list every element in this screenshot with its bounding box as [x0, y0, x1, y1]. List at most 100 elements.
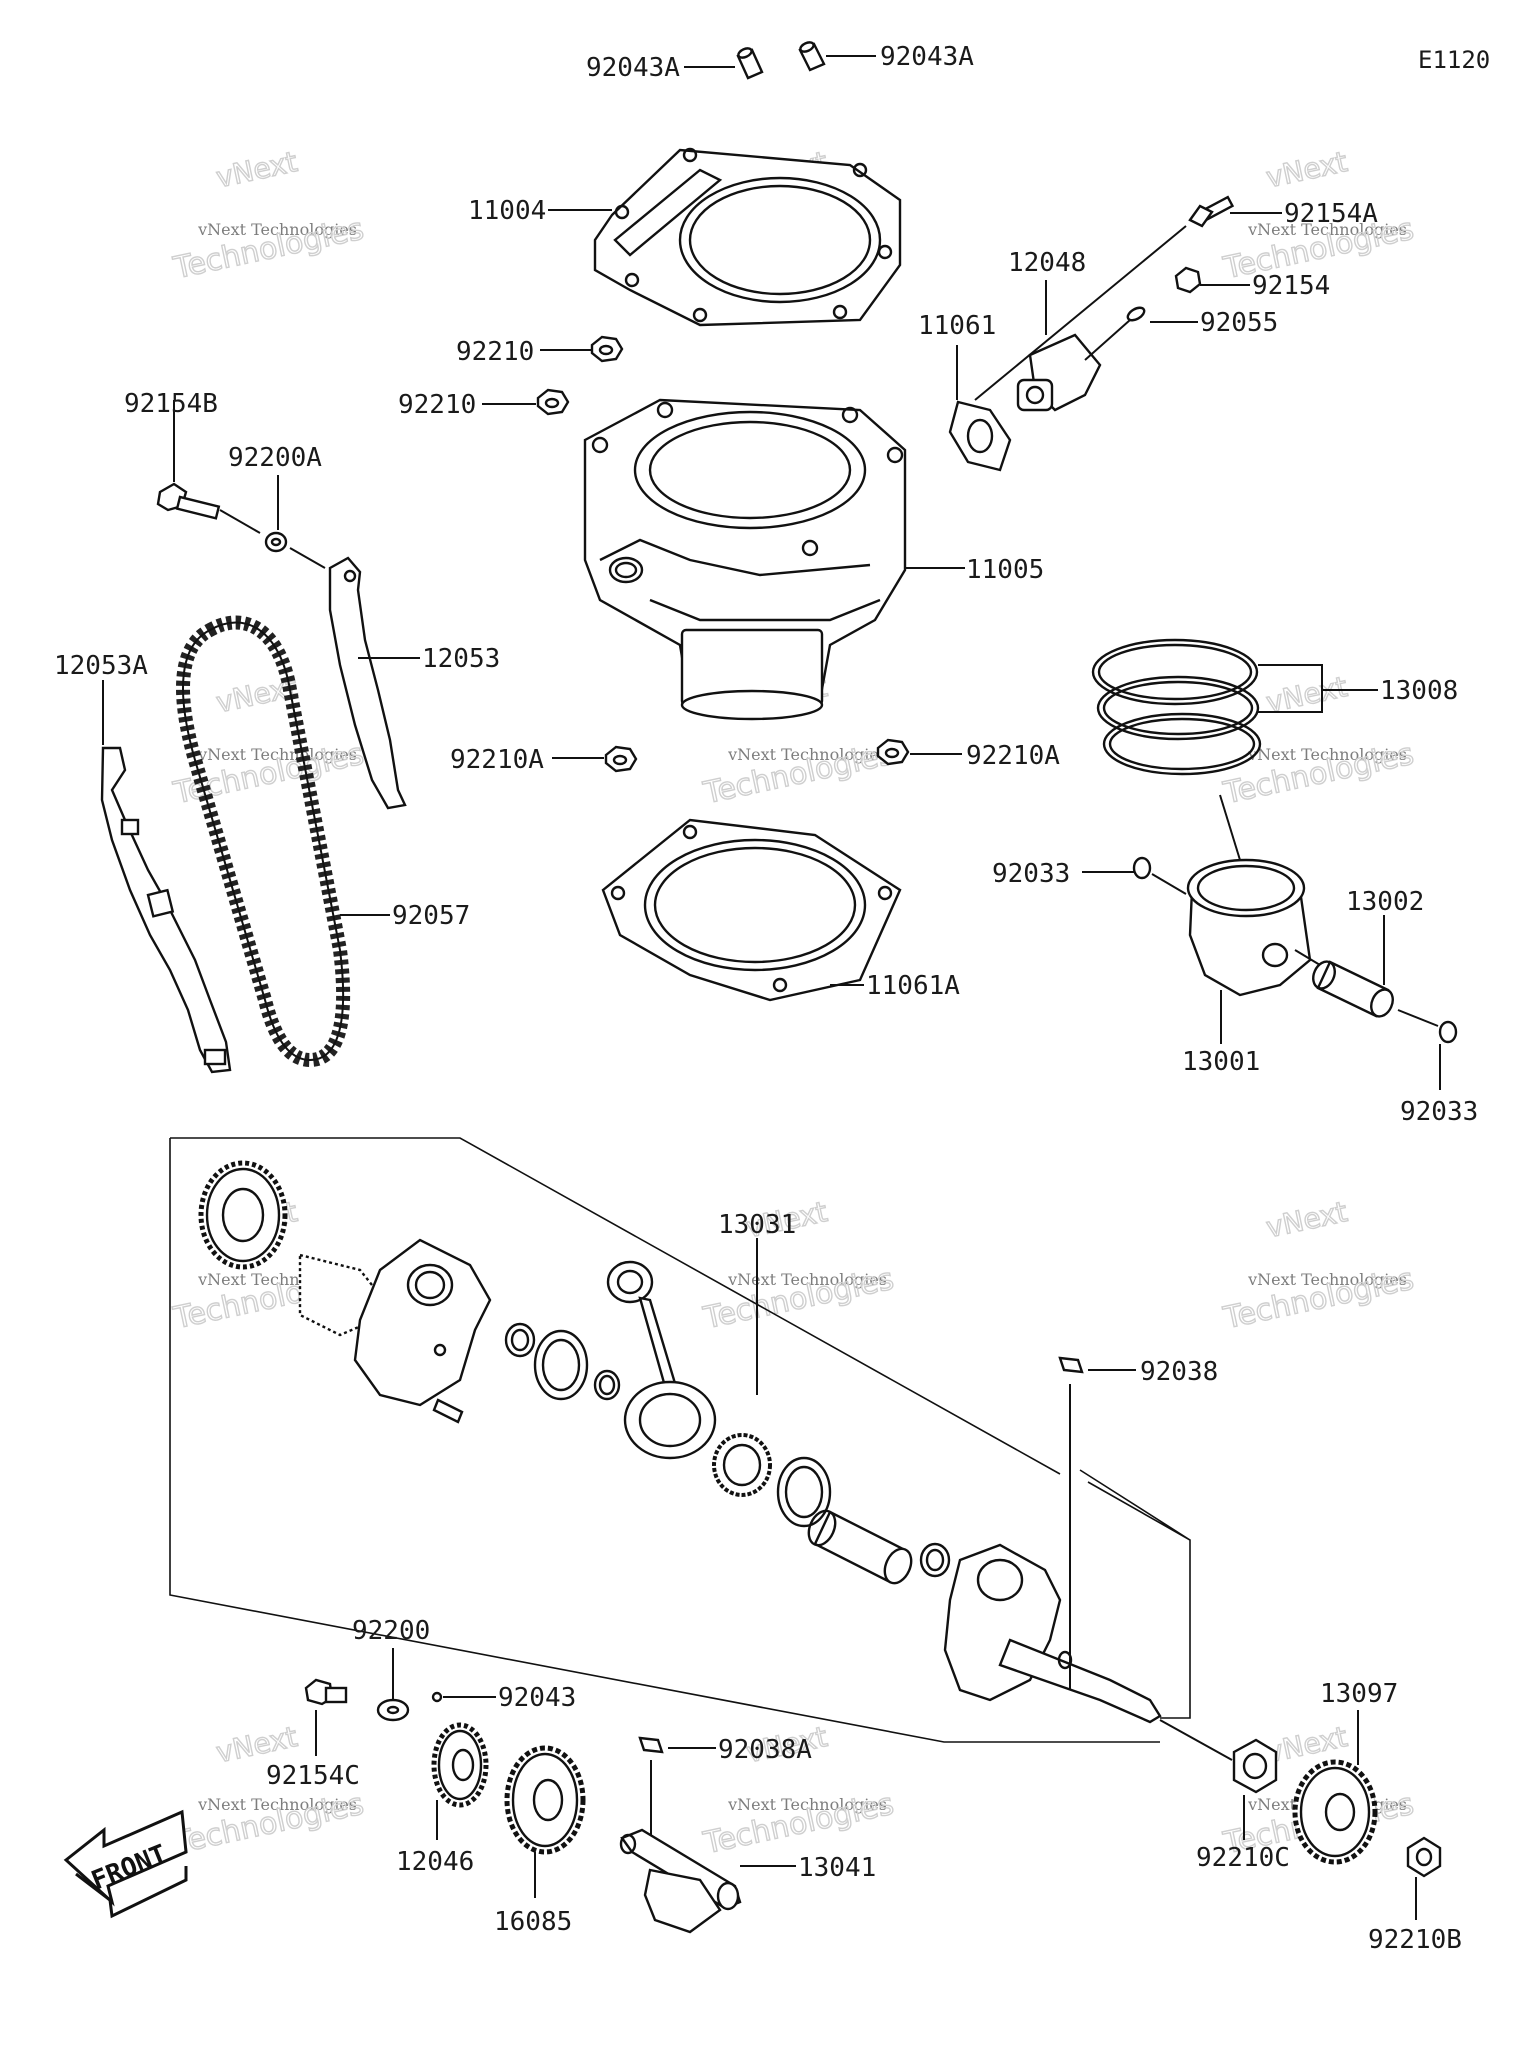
label-92154[interactable]: 92154: [1252, 271, 1330, 301]
label-11004[interactable]: 11004: [468, 196, 546, 226]
bearing-small-left[interactable]: [504, 1322, 536, 1358]
label-92033-right[interactable]: 92033: [1400, 1097, 1478, 1127]
label-92033-left[interactable]: 92033: [992, 859, 1070, 889]
washer-92200A[interactable]: [264, 531, 288, 553]
watermark-text: vNext Technologies: [197, 220, 357, 239]
label-92210A-left[interactable]: 92210A: [450, 745, 544, 775]
label-92055[interactable]: 92055: [1200, 308, 1278, 338]
label-92043A-right[interactable]: 92043A: [880, 42, 974, 72]
watermark-text: vNext Technologies: [727, 1795, 887, 1814]
bolt-92154B[interactable]: [156, 482, 221, 520]
watermark-vnext: vNext: [1263, 1195, 1350, 1244]
watermark-vnext: vNext: [213, 145, 300, 194]
bolt-92154A[interactable]: [1188, 195, 1235, 228]
label-92210-top[interactable]: 92210: [456, 337, 534, 367]
label-92154B[interactable]: 92154B: [124, 389, 218, 419]
label-13031[interactable]: 13031: [718, 1210, 796, 1240]
woodruff-key-92038A[interactable]: [638, 1736, 664, 1754]
diagram-code: E1120: [1418, 46, 1490, 74]
label-11061A[interactable]: 11061A: [866, 971, 960, 1001]
thrust-washer-right[interactable]: [776, 1456, 832, 1528]
label-92043A-left[interactable]: 92043A: [586, 53, 680, 83]
dowel-pin-92043A-right[interactable]: [798, 40, 826, 72]
thrust-washer-left[interactable]: [533, 1329, 589, 1401]
tensioner-12048[interactable]: [1016, 333, 1102, 412]
label-13001[interactable]: 13001: [1182, 1047, 1260, 1077]
nut-92210A-left[interactable]: [604, 745, 638, 773]
bolt-92154[interactable]: [1174, 266, 1202, 294]
nut-92210-top[interactable]: [590, 335, 624, 363]
label-92057[interactable]: 92057: [392, 901, 470, 931]
label-11005[interactable]: 11005: [966, 555, 1044, 585]
gear-12046[interactable]: [431, 1722, 489, 1808]
label-92038A[interactable]: 92038A: [718, 1735, 812, 1765]
label-92043[interactable]: 92043: [498, 1683, 576, 1713]
label-92210C[interactable]: 92210C: [1196, 1843, 1290, 1873]
label-11061[interactable]: 11061: [918, 311, 996, 341]
label-92154A[interactable]: 92154A: [1284, 199, 1378, 229]
connecting-rod[interactable]: [606, 1260, 717, 1460]
piston-13001[interactable]: [1186, 858, 1312, 997]
watermark-text: vNext Technologies: [1247, 745, 1407, 764]
label-16085[interactable]: 16085: [494, 1907, 572, 1937]
balancer-shaft-13041[interactable]: [619, 1828, 742, 1934]
assembly-line-bolt: [219, 509, 261, 534]
piston-pin-13002[interactable]: [1309, 958, 1397, 1020]
washer-92200[interactable]: [376, 1698, 410, 1722]
gasket-11061[interactable]: [948, 400, 1012, 472]
watermark: vNext vNext Technologies Technologies: [699, 1194, 897, 1337]
bolt-92154C[interactable]: [304, 1678, 348, 1706]
circlip-92033-left[interactable]: [1132, 856, 1152, 880]
watermark: vNext vNext Technologies Technologies: [699, 1719, 897, 1862]
watermark-text: vNext Technologies: [1247, 220, 1407, 239]
nut-92210A-right[interactable]: [876, 738, 910, 766]
label-13041[interactable]: 13041: [798, 1853, 876, 1883]
chain-guide-12053[interactable]: [328, 556, 407, 810]
needle-bearing[interactable]: [712, 1433, 772, 1497]
assembly-line-circlip-left: [1151, 873, 1187, 895]
pin-92043[interactable]: [431, 1691, 443, 1703]
nut-92210-bottom[interactable]: [536, 388, 570, 416]
head-gasket-11004[interactable]: [593, 147, 902, 327]
nut-92210C[interactable]: [1232, 1738, 1278, 1794]
label-12046[interactable]: 12046: [396, 1847, 474, 1877]
label-12053[interactable]: 12053: [422, 644, 500, 674]
label-92154C[interactable]: 92154C: [266, 1761, 360, 1791]
label-92210A-right[interactable]: 92210A: [966, 741, 1060, 771]
crank-half-right[interactable]: [943, 1543, 1162, 1724]
assembly-frame-top: [170, 1137, 1191, 1719]
label-92210-bottom[interactable]: 92210: [398, 390, 476, 420]
label-92200A[interactable]: 92200A: [228, 443, 322, 473]
label-13008[interactable]: 13008: [1380, 676, 1458, 706]
assembly-frame-bottom: [169, 1138, 1160, 1743]
front-arrow-icon: FRONT: [63, 1809, 188, 1919]
label-92200[interactable]: 92200: [352, 1616, 430, 1646]
dowel-pin-92043A-left[interactable]: [736, 46, 764, 80]
label-12048[interactable]: 12048: [1008, 248, 1086, 278]
gear-13097[interactable]: [1292, 1759, 1378, 1865]
cylinder-11005[interactable]: [583, 398, 907, 721]
label-13097[interactable]: 13097: [1320, 1679, 1398, 1709]
circlip-92033-right[interactable]: [1438, 1020, 1458, 1044]
piston-rings-13008[interactable]: [1091, 638, 1262, 776]
gear-16085[interactable]: [504, 1745, 586, 1855]
watermark-text: vNext Technologies: [197, 1795, 357, 1814]
label-92038[interactable]: 92038: [1140, 1357, 1218, 1387]
o-ring-92055[interactable]: [1126, 305, 1147, 323]
crank-gear[interactable]: [198, 1160, 288, 1270]
label-92210B[interactable]: 92210B: [1368, 1925, 1462, 1955]
cam-chain-92057[interactable]: [176, 615, 351, 1068]
base-gasket-11061A[interactable]: [601, 818, 902, 1002]
chain-guide-12053A[interactable]: [100, 746, 232, 1074]
crank-half-left[interactable]: [298, 1238, 492, 1407]
bearing-ring-left[interactable]: [593, 1369, 621, 1401]
assembly-line-pin: [1294, 949, 1321, 966]
label-12053A[interactable]: 12053A: [54, 651, 148, 681]
nut-92210B[interactable]: [1406, 1836, 1442, 1878]
bearing-small-right[interactable]: [919, 1542, 951, 1578]
crank-pin-small[interactable]: [432, 1398, 464, 1424]
woodruff-key-92038[interactable]: [1058, 1356, 1084, 1374]
crank-pin[interactable]: [804, 1507, 917, 1588]
watermark: vNext vNext Technologies Technologies: [1219, 1194, 1417, 1337]
label-13002[interactable]: 13002: [1346, 887, 1424, 917]
